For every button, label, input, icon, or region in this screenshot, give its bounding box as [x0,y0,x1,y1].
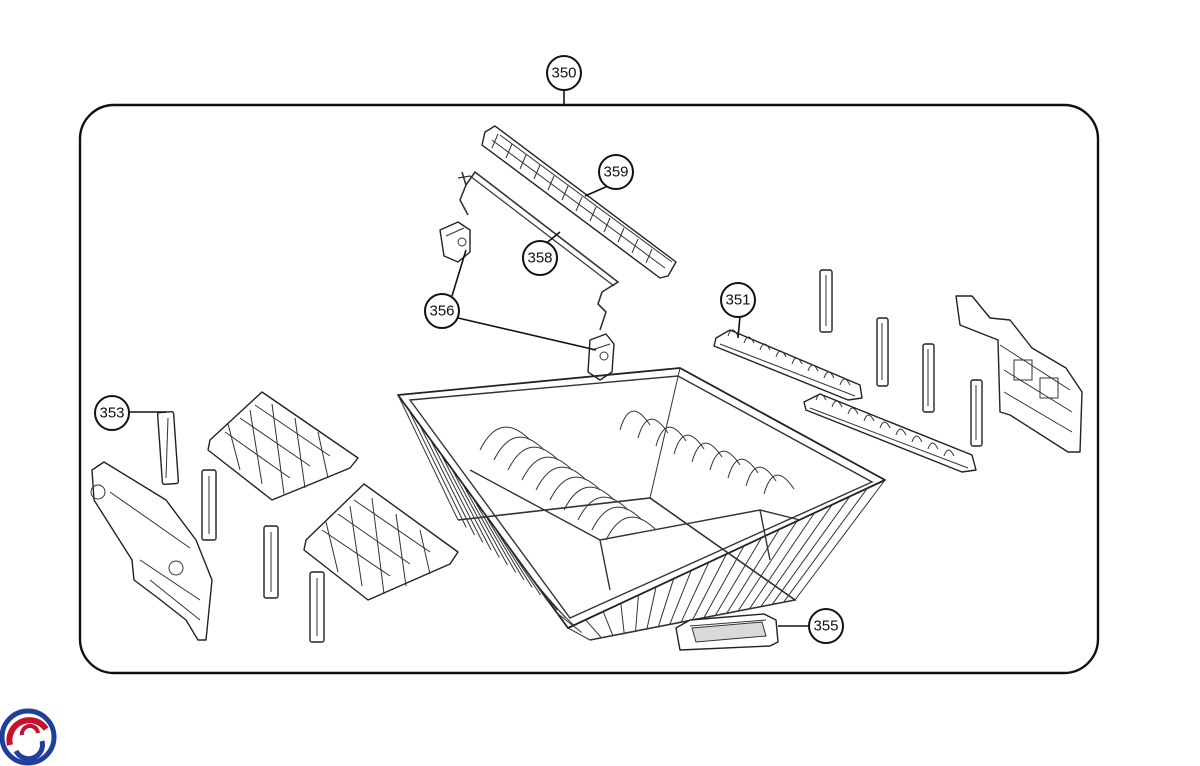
callout-358: 358 [522,240,558,276]
callout-355: 355 [808,608,844,644]
basket-wire [783,487,868,603]
right-support-posts [819,269,983,447]
basket-wire [557,613,583,633]
right-side-panel [955,295,1083,453]
basket-wire [726,529,780,614]
basket-tine [591,506,643,531]
basket-tine [479,426,531,451]
basket-tine [637,418,669,439]
basket-wire [760,504,833,607]
basket-wire [440,453,492,551]
leader-lines [130,90,810,627]
basket-wire [737,520,798,612]
basket-tine [507,446,559,471]
basket-wire [602,611,614,636]
callout-351: 351 [720,282,756,318]
basket-tine [605,516,657,541]
basket-wire [503,540,541,596]
left-side-panel [90,461,213,641]
callout-359-label: 359 [603,164,628,181]
callout-356-label: 356 [429,303,454,320]
basket-wire [408,409,467,528]
basket-wire [646,586,657,629]
basket-tine [745,466,777,487]
basket-tine [563,486,615,511]
basket-wire [546,598,574,626]
callout-358-label: 358 [527,250,552,267]
basket-tine [655,426,687,447]
basket-wire [714,537,763,616]
basket-wire [493,525,533,588]
part-355-handle [675,613,779,651]
basket-tine [691,442,723,463]
assembly-frame [78,103,1100,675]
callout-353: 353 [94,395,130,431]
callout-353-label: 353 [99,405,124,422]
basket-tine [619,410,651,431]
basket-wire [680,562,710,623]
basket-tine [763,474,795,495]
basket-wire [771,496,851,605]
basket-tine [709,450,741,471]
basket-wire [703,545,745,619]
part-351-tine-rack-a [713,329,863,401]
dish-rack-basket [397,367,886,641]
part-356-clip-lower [587,333,615,381]
basket-tine [535,466,587,491]
callout-355-label: 355 [813,618,838,635]
part-359-rail [481,125,677,279]
brand-swirl-logo [0,708,57,766]
callout-356: 356 [424,293,460,329]
basket-tine [673,434,705,455]
basket-wire [482,511,525,581]
left-support-posts [156,410,325,643]
basket-wire [669,570,692,625]
callout-350: 350 [546,55,582,91]
basket-wire [635,595,639,632]
basket-tine [727,458,759,479]
basket-tine [521,456,573,481]
basket-tine [577,496,629,521]
callout-359: 359 [598,154,634,190]
basket-tine [549,476,601,501]
part-358-wire [457,170,620,331]
basket-wire [749,512,815,610]
basket-wire [692,553,727,621]
basket-wire [514,554,550,603]
basket-wire [471,496,517,573]
basket-wire [461,482,508,566]
left-tine-rack-upper [207,391,359,501]
basket-wire [450,467,500,558]
basket-tine [493,436,545,461]
callout-351-label: 351 [725,292,750,309]
basket-wire [418,423,475,536]
basket-wire [585,619,602,639]
basket-wire [657,578,675,627]
basket-wire [429,438,484,543]
part-351-tine-rack-b [803,393,977,473]
left-tine-rack-lower [303,483,459,601]
callout-350-label: 350 [551,65,576,82]
basket-wire [620,603,625,634]
part-356-clip-upper [439,221,471,263]
